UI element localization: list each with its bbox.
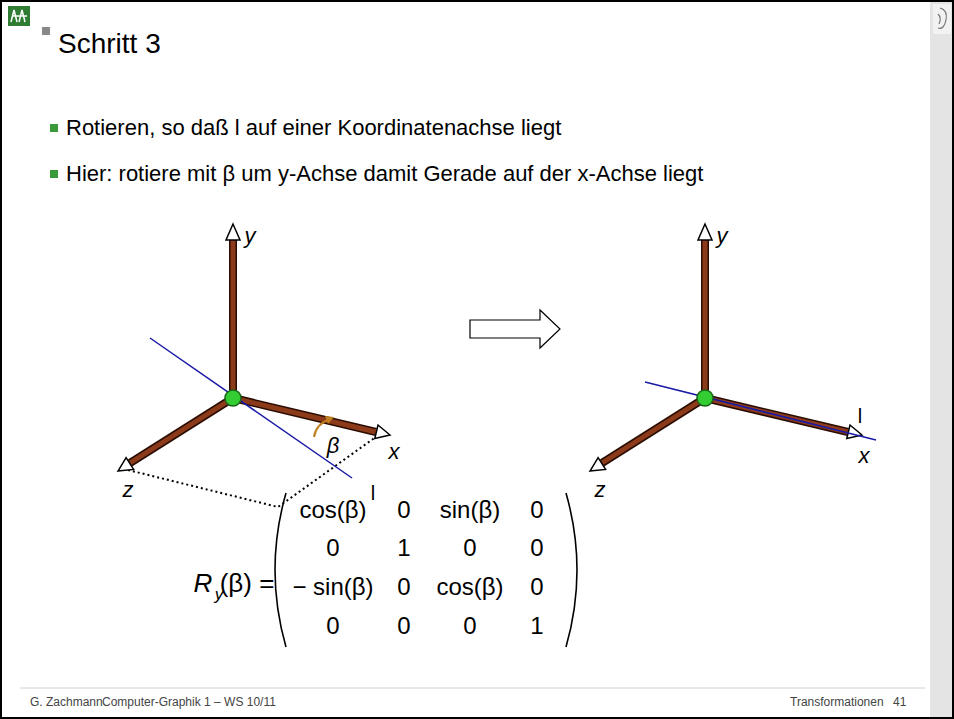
line-label: l xyxy=(371,482,375,505)
axis xyxy=(130,240,376,463)
side-icon-sketch xyxy=(938,8,946,28)
footer-text: Transformationen xyxy=(790,696,884,710)
bullet-mark xyxy=(50,124,58,132)
matrix-cell: cos(β) xyxy=(436,573,503,601)
matrix-cell: 0 xyxy=(326,612,339,640)
axis-label: y xyxy=(717,223,728,248)
matrix-bracket xyxy=(566,493,577,647)
axis-label: x xyxy=(389,439,400,464)
logo xyxy=(8,6,30,26)
logo-mark xyxy=(11,10,27,22)
matrix-cell: cos(β) xyxy=(299,496,366,524)
axis-arrowhead xyxy=(375,425,390,439)
matrix-cell: 1 xyxy=(530,612,543,640)
axis-arrowhead xyxy=(590,458,606,471)
side-icon xyxy=(933,4,951,34)
matrix-cell: 1 xyxy=(397,534,410,562)
title-mark xyxy=(42,27,50,35)
axis-label: z xyxy=(595,477,606,502)
matrix-name: (β) = xyxy=(220,569,275,599)
matrix-cell: 0 xyxy=(397,612,410,640)
axis-label: x xyxy=(859,443,870,468)
bullet-text: Hier: rotiere mit β um y-Achse damit Ger… xyxy=(66,161,703,186)
matrix-cell: − sin(β) xyxy=(292,573,373,601)
matrix-bracket xyxy=(275,493,286,647)
axis-arrowhead xyxy=(698,224,712,240)
transform-arrow xyxy=(470,310,560,348)
footer-rule xyxy=(20,688,925,689)
matrix-cell: sin(β) xyxy=(440,496,500,524)
matrix-cell: 0 xyxy=(530,496,543,524)
matrix-cell: 0 xyxy=(326,534,339,562)
matrix-cell: 0 xyxy=(397,496,410,524)
line-l xyxy=(645,382,876,440)
matrix-cell: 0 xyxy=(530,573,543,601)
footer-text: 41 xyxy=(893,696,906,710)
side-strip xyxy=(930,0,954,719)
axis xyxy=(602,240,848,463)
matrix-name: R xyxy=(194,569,213,599)
matrix-cell: 0 xyxy=(397,573,410,601)
axis-arrowhead xyxy=(226,224,240,240)
matrix-cell: 0 xyxy=(463,612,476,640)
line-label: l xyxy=(858,405,862,428)
slide-title: Schritt 3 xyxy=(58,28,161,60)
axis-arrowhead xyxy=(118,458,134,471)
bullet-mark xyxy=(50,170,58,178)
footer-text: Computer-Graphik 1 – WS 10/11 xyxy=(102,696,276,710)
matrix-cell: 0 xyxy=(530,534,543,562)
matrix-cell: 0 xyxy=(463,534,476,562)
axis-label: y xyxy=(245,223,256,248)
origin-dot xyxy=(225,390,241,406)
origin-dot xyxy=(697,390,713,406)
footer-text: G. Zachmann xyxy=(30,696,103,710)
angle-arrowhead xyxy=(325,416,334,424)
angle-label: β xyxy=(327,433,340,458)
bullet-text: Rotieren, so daß l auf einer Koordinaten… xyxy=(66,115,561,140)
line-l xyxy=(150,338,352,478)
axis-label: z xyxy=(123,477,134,502)
